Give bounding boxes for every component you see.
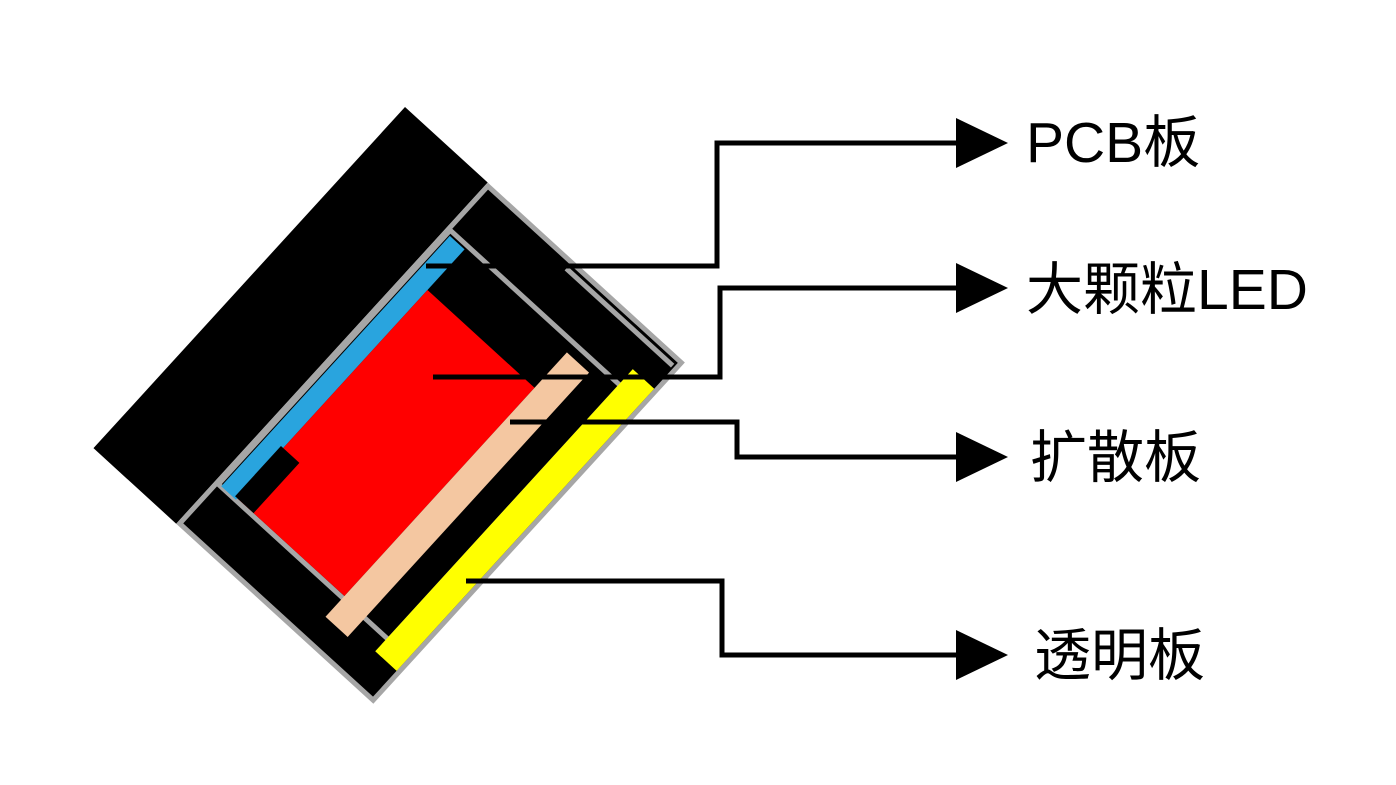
transparent-strip (375, 369, 655, 671)
pcb-strip (221, 235, 465, 500)
transparent-label: 透明板 (1034, 624, 1205, 688)
frame-seam-line (564, 266, 675, 368)
leader-line-pcb (426, 140, 958, 269)
leader-line-led (433, 285, 958, 380)
led-label: 大颗粒LED (1026, 258, 1308, 322)
transparent-arrowhead-icon (956, 630, 1008, 680)
pcb-label: PCB板 (1026, 111, 1200, 175)
leader-line-transparent (466, 578, 958, 658)
led-arrowhead-icon (956, 263, 1008, 313)
diffuser-label: 扩散板 (1030, 426, 1201, 490)
led-block (237, 290, 535, 597)
diffuser-arrowhead-icon (956, 432, 1008, 482)
layer-stack (93, 107, 685, 704)
leader-line-diffuser (510, 419, 958, 460)
led-block-notch (235, 446, 300, 514)
pcb-arrowhead-icon (956, 118, 1008, 168)
housing-back-plate (93, 107, 488, 524)
